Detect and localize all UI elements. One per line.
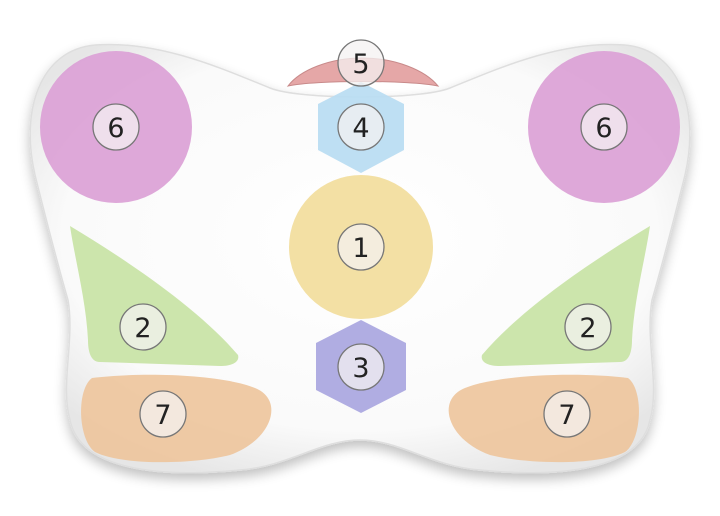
badge-zone-7-left-label: 7: [154, 400, 171, 431]
badge-zone-2-left: 2: [119, 303, 167, 351]
badge-zone-3-label: 3: [352, 353, 369, 384]
badge-zone-1-label: 1: [352, 233, 369, 264]
badge-zone-3: 3: [337, 343, 385, 391]
badge-zone-4-label: 4: [352, 113, 369, 144]
badge-zone-6-right-label: 6: [595, 113, 612, 144]
badge-zone-4: 4: [337, 103, 385, 151]
badge-zone-6-right: 6: [580, 103, 628, 151]
badge-zone-7-right: 7: [543, 390, 591, 438]
badge-zone-1: 1: [337, 223, 385, 271]
badge-zone-2-left-label: 2: [134, 313, 151, 344]
badge-zone-6-left: 6: [92, 103, 140, 151]
badge-zone-7-left: 7: [139, 390, 187, 438]
zone-2-left-wedge: [70, 226, 239, 366]
badge-zone-2-right: 2: [564, 303, 612, 351]
badge-zone-5-label: 5: [352, 49, 369, 80]
badge-zone-2-right-label: 2: [579, 313, 596, 344]
badge-zone-7-right-label: 7: [558, 400, 575, 431]
badge-zone-6-left-label: 6: [107, 113, 124, 144]
badge-zone-5: 5: [337, 39, 385, 87]
